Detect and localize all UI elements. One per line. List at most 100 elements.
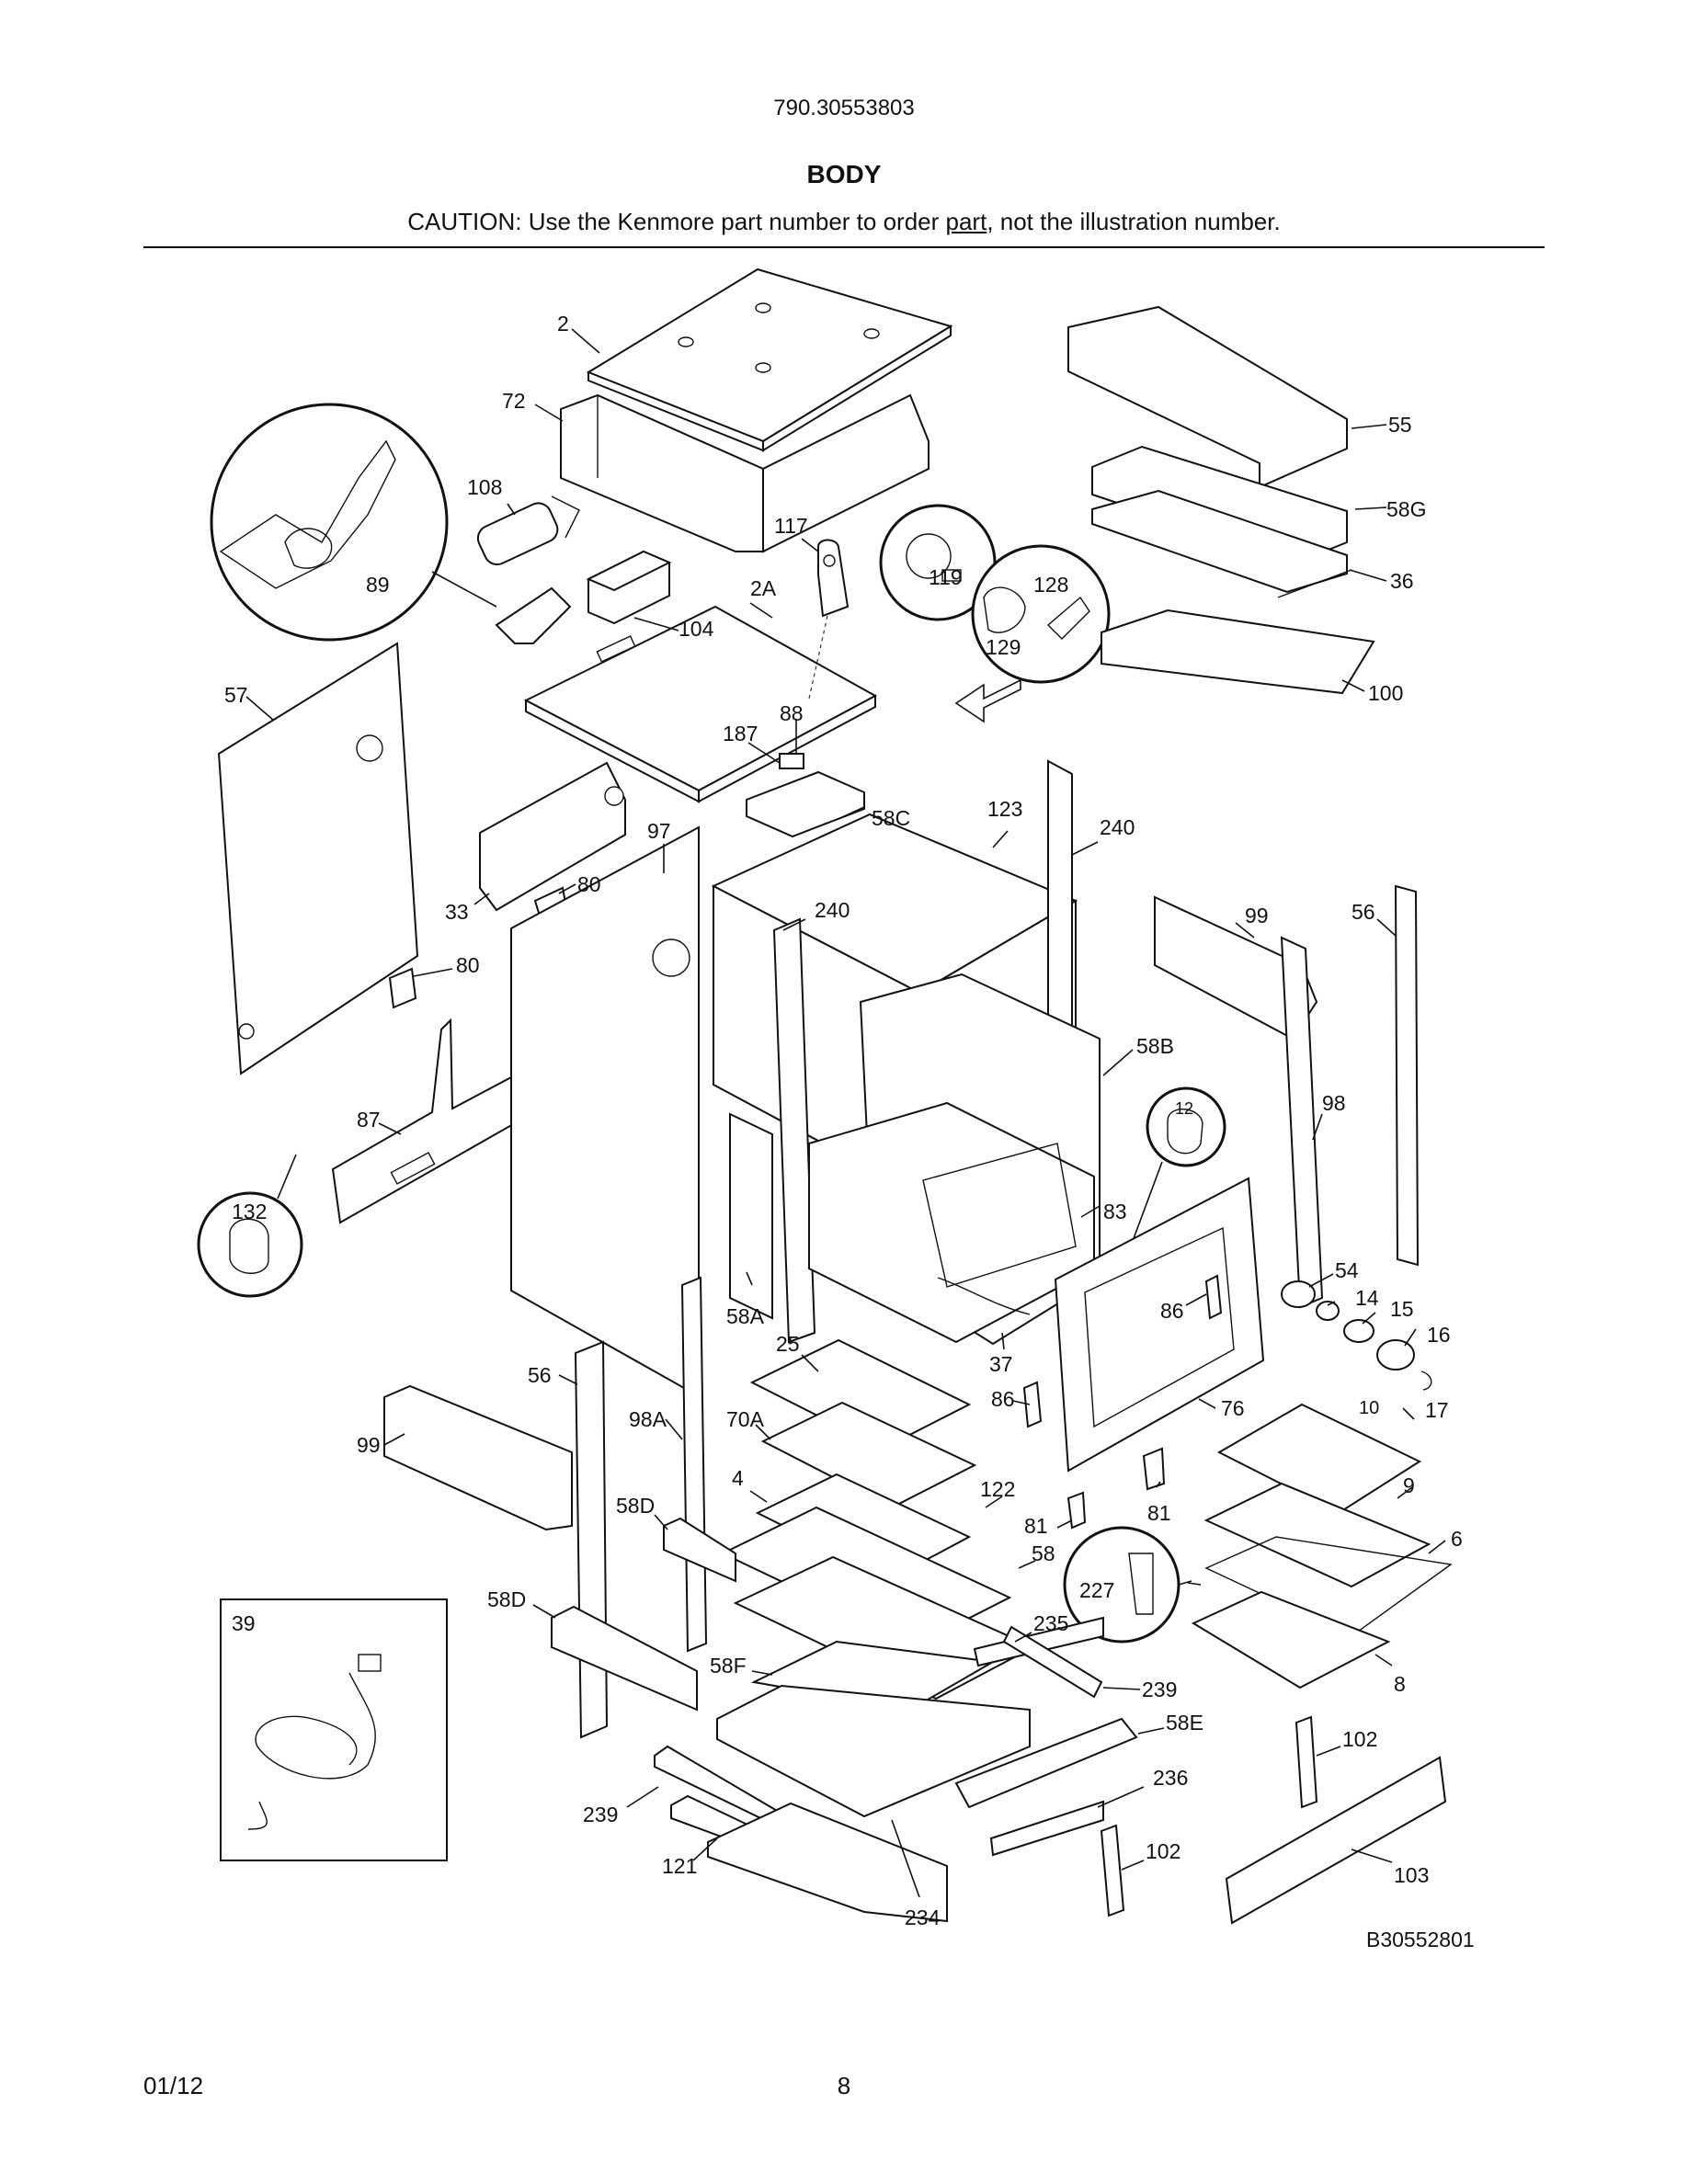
model-number: 790.30553803 bbox=[773, 96, 915, 120]
label-4: 4 bbox=[732, 1466, 744, 1490]
label-36: 36 bbox=[1390, 569, 1414, 593]
label-129: 129 bbox=[986, 635, 1021, 659]
label-80-upper: 80 bbox=[577, 872, 601, 896]
part-100-shield bbox=[1101, 609, 1375, 695]
part-15-bulb bbox=[1343, 1319, 1374, 1343]
label-37: 37 bbox=[989, 1352, 1013, 1376]
part-234-bottom bbox=[716, 1684, 1031, 1818]
callout-128-129 bbox=[954, 544, 1111, 723]
label-58G: 58G bbox=[1386, 497, 1426, 521]
label-10: 10 bbox=[1359, 1398, 1379, 1418]
label-80-lower: 80 bbox=[456, 953, 480, 977]
label-54: 54 bbox=[1335, 1258, 1359, 1282]
inset-box-39 bbox=[220, 1598, 448, 1861]
part-37-wire bbox=[937, 1277, 1031, 1315]
part-80-bracket-lower bbox=[388, 967, 417, 1009]
part-102-strip-lower bbox=[1100, 1824, 1125, 1917]
label-123: 123 bbox=[987, 797, 1022, 821]
callout-227 bbox=[1063, 1526, 1192, 1644]
label-15: 15 bbox=[1390, 1297, 1414, 1321]
part-98A-channel bbox=[680, 1276, 708, 1653]
caution-underlined-word: part bbox=[945, 208, 987, 235]
label-98A: 98A bbox=[629, 1407, 667, 1431]
label-102-upper: 102 bbox=[1342, 1727, 1377, 1751]
label-57: 57 bbox=[224, 683, 248, 707]
part-58C-insulation bbox=[746, 770, 865, 838]
part-8-pan bbox=[1191, 1590, 1391, 1689]
part-98-channel bbox=[1280, 936, 1324, 1309]
part-235-bracket bbox=[973, 1616, 1104, 1667]
label-58B: 58B bbox=[1136, 1034, 1174, 1058]
part-33-bracket bbox=[479, 761, 626, 912]
part-16-lens bbox=[1376, 1339, 1415, 1371]
label-240-upper: 240 bbox=[1100, 815, 1135, 839]
label-108: 108 bbox=[467, 475, 502, 499]
leader-lines bbox=[245, 328, 1446, 1898]
label-76: 76 bbox=[1221, 1396, 1245, 1420]
caution-note: CAUTION: Use the Kenmore part number to … bbox=[0, 208, 1688, 236]
part-2A-plate bbox=[523, 605, 878, 803]
label-12: 12 bbox=[1175, 1099, 1193, 1118]
label-122: 122 bbox=[980, 1477, 1015, 1501]
part-81-bracket-left bbox=[1066, 1491, 1087, 1530]
label-132: 132 bbox=[232, 1200, 267, 1223]
label-6: 6 bbox=[1451, 1527, 1463, 1551]
label-104: 104 bbox=[679, 617, 714, 641]
label-33: 33 bbox=[445, 900, 469, 924]
label-128: 128 bbox=[1033, 573, 1068, 597]
label-236: 236 bbox=[1153, 1766, 1188, 1790]
part-117-bracket bbox=[808, 539, 850, 700]
label-39: 39 bbox=[232, 1611, 256, 1635]
part-14-gasket bbox=[1316, 1301, 1340, 1321]
part-10-broiler-grid bbox=[1216, 1403, 1422, 1515]
label-234: 234 bbox=[905, 1905, 941, 1929]
label-2A: 2A bbox=[750, 576, 777, 600]
label-117: 117 bbox=[774, 514, 808, 538]
label-70A: 70A bbox=[726, 1407, 765, 1431]
label-119: 119 bbox=[929, 565, 963, 589]
part-102-strip-upper bbox=[1295, 1715, 1318, 1809]
label-89: 89 bbox=[366, 573, 390, 597]
page-title: BODY bbox=[806, 160, 882, 188]
label-2: 2 bbox=[557, 312, 569, 336]
label-17: 17 bbox=[1425, 1398, 1449, 1422]
label-58A: 58A bbox=[726, 1304, 765, 1328]
label-16: 16 bbox=[1427, 1323, 1451, 1347]
label-86-lower: 86 bbox=[991, 1387, 1015, 1411]
label-58F: 58F bbox=[710, 1654, 747, 1678]
part-239-rail-right bbox=[1002, 1625, 1103, 1699]
part-86-clip-lower bbox=[1022, 1381, 1043, 1428]
label-58C: 58C bbox=[872, 806, 910, 830]
part-81-bracket-right bbox=[1142, 1447, 1166, 1491]
part-54-socket bbox=[1281, 1280, 1316, 1308]
label-58D-upper: 58D bbox=[616, 1494, 655, 1518]
label-121: 121 bbox=[662, 1854, 697, 1878]
part-rear-panel bbox=[560, 393, 930, 553]
part-89-bracket bbox=[495, 586, 572, 644]
label-81-right: 81 bbox=[1147, 1501, 1171, 1525]
part-56-trim-right bbox=[1394, 884, 1420, 1267]
label-87: 87 bbox=[357, 1108, 381, 1132]
label-83: 83 bbox=[1103, 1200, 1127, 1223]
page-number: 8 bbox=[837, 2072, 851, 2099]
part-103-kick-panel bbox=[1225, 1756, 1447, 1925]
part-236-bracket bbox=[989, 1800, 1104, 1857]
part-240-trim-center bbox=[772, 917, 816, 1344]
part-104-vent bbox=[586, 550, 672, 625]
part-9-broiler-pan bbox=[1203, 1482, 1431, 1588]
label-9: 9 bbox=[1403, 1473, 1415, 1497]
label-103: 103 bbox=[1394, 1863, 1429, 1887]
part-58D-insulation-upper bbox=[663, 1517, 736, 1583]
label-58: 58 bbox=[1032, 1541, 1055, 1565]
label-81-left: 81 bbox=[1024, 1514, 1048, 1538]
label-58D-lower: 58D bbox=[487, 1587, 526, 1611]
label-97: 97 bbox=[647, 819, 671, 843]
label-239-left: 239 bbox=[583, 1803, 618, 1826]
part-labels: 2 72 108 89 117 119 128 129 2A 104 55 58… bbox=[224, 312, 1475, 1951]
label-99-right: 99 bbox=[1245, 904, 1269, 927]
part-87-bracket bbox=[331, 1018, 517, 1224]
part-56-trim-left bbox=[574, 1340, 609, 1739]
label-235: 235 bbox=[1033, 1611, 1068, 1635]
label-98: 98 bbox=[1322, 1091, 1346, 1115]
